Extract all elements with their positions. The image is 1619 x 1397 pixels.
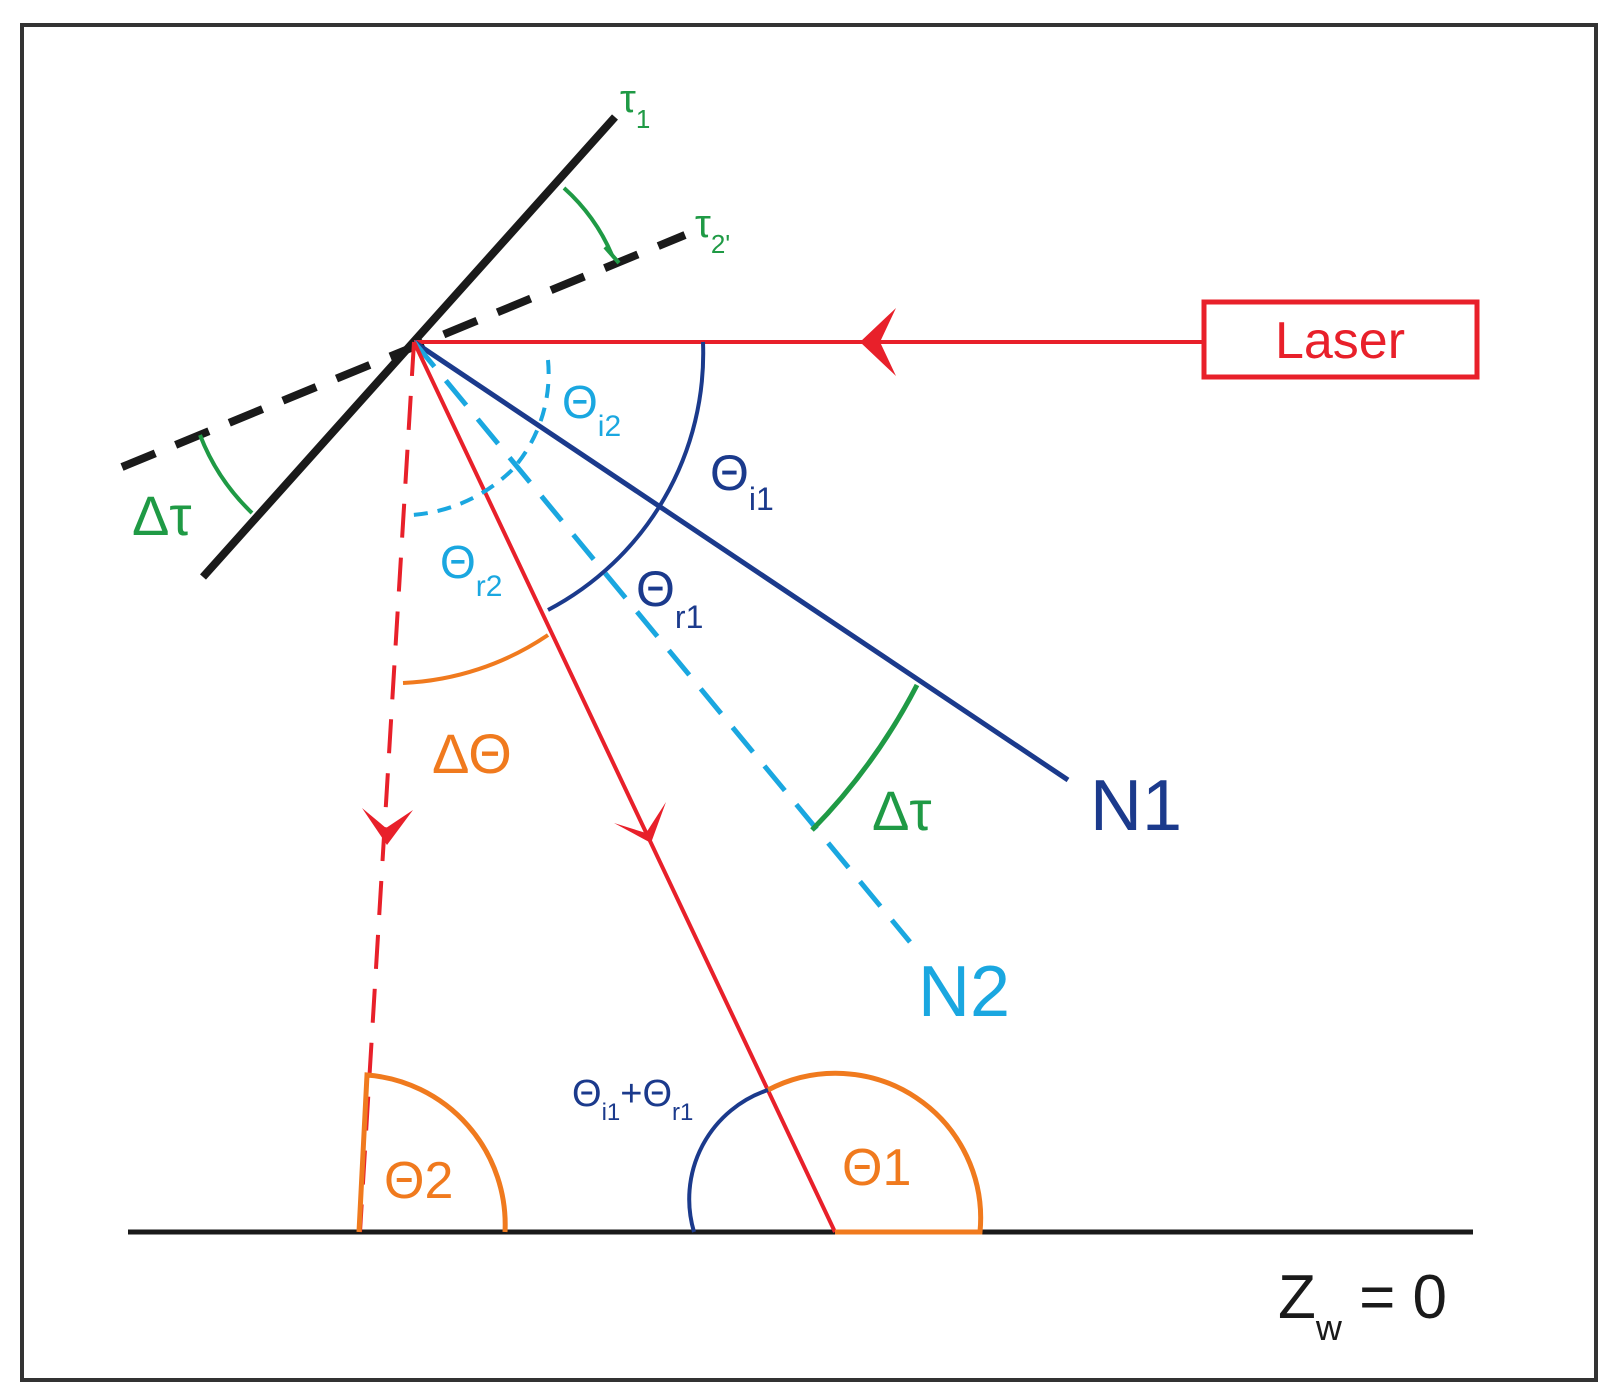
theta1-arc [766,1070,984,1235]
reflected-ray-1-arrowhead [614,802,666,843]
normal-n2 [412,340,912,944]
tau1-label: τ1 [620,77,650,134]
theta-r2-arc [411,468,514,517]
tau2-label: τ2' [695,202,730,259]
theta-i2-arc [510,359,551,472]
theta-r2-label: Θr2 [440,536,502,603]
delta-tau-left-label: Δτ [132,484,192,547]
laser-label: Laser [1275,312,1405,370]
reflected-ray-2-arrowhead [362,808,413,845]
normal-n1 [412,339,1070,783]
delta-theta-label: ΔΘ [432,722,512,785]
delta-theta-arc [402,633,550,685]
delta-tau-arc-left [198,434,254,515]
n2-label: N2 [918,952,1010,1032]
theta2-arc [356,1072,508,1233]
theta-sum-label: Θi1+Θr1 [572,1073,693,1126]
n1-label: N1 [1090,766,1182,846]
theta1-label: Θ1 [842,1139,911,1197]
laser-box [1201,299,1480,380]
delta-tau-right-label: Δτ [872,779,932,842]
theta-r1-label: Θr1 [636,561,703,635]
laser-arrowhead [860,308,896,376]
delta-tau-arc-right [810,683,920,832]
theta-i2-label: Θi2 [562,376,621,443]
theta-i1-label: Θi1 [710,445,774,517]
theta2-label: Θ2 [384,1152,453,1210]
reflected-ray-2 [358,341,416,1233]
zw-label: Zw = 0 [1278,1263,1447,1348]
theta-i1-r1-arc [547,341,706,612]
delta-tau-arc-top-tick [603,245,621,265]
mirror-tau2 [120,231,687,471]
diagram-frame [20,23,1598,1382]
theta-sum-arc [687,1088,769,1233]
